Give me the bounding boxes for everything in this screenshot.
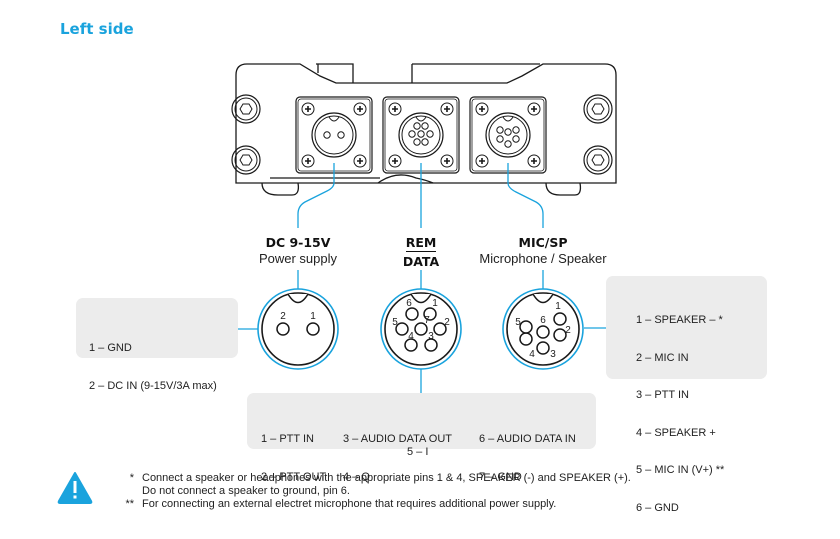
pin-3 — [424, 338, 438, 352]
pin-label-1: 1 — [432, 298, 438, 309]
panel-screw-icon — [388, 102, 402, 116]
pin-label-6: 6 — [406, 298, 412, 309]
mic-pin-4: 4 – SPEAKER + — [636, 426, 716, 439]
panel-screw-icon — [440, 102, 454, 116]
pin-label-2: 2 — [565, 325, 571, 336]
dc-pin-2: 2 – DC IN (9-15V/3A max) — [89, 379, 217, 392]
panel-screw-icon — [388, 154, 402, 168]
mic-pin-5: 5 – MIC IN (V+) ** — [636, 464, 725, 476]
pin-label-3: 3 — [428, 331, 434, 342]
warning-icon — [57, 472, 93, 504]
pin-5 — [519, 320, 533, 334]
dc-subtitle: Power supply — [258, 251, 338, 266]
device-dc-connector — [295, 96, 373, 174]
pin-3 — [536, 341, 550, 355]
pin-label-7: 7 — [424, 315, 430, 326]
footnote-2-mark: ** — [125, 498, 134, 510]
pin-6 — [536, 325, 550, 339]
rem-pin-diagram: 123 456 7 — [380, 288, 462, 370]
panel-screw-icon — [353, 154, 367, 168]
pin-2 — [433, 322, 447, 336]
panel-screw-icon — [475, 102, 489, 116]
dc-title: DC 9-15V — [265, 235, 331, 250]
panel-screw-icon — [301, 102, 315, 116]
pin-1 — [423, 307, 437, 321]
rem-pinout-box: 1 – PTT IN 2 – PTT OUT 3 – AUDIO DATA OU… — [247, 393, 596, 483]
pin-4 — [519, 332, 533, 346]
footnotes: * Connect a speaker or headphones with t… — [121, 472, 631, 511]
screw-right-top — [583, 94, 613, 124]
panel-screw-icon — [527, 154, 541, 168]
panel-screw-icon — [475, 154, 489, 168]
rem-title-bottom: DATA — [402, 254, 440, 269]
rem-pin-7: 7 – GND — [479, 470, 522, 483]
pin-label-2: 2 — [444, 317, 450, 328]
footnote-2: ** For connecting an external electret m… — [121, 498, 631, 511]
pin-label-5: 5 — [515, 317, 521, 328]
mic-pin-3: 3 – PTT IN — [636, 389, 689, 401]
mic-pin-2: 2 – MIC IN — [636, 351, 689, 364]
dc-pin-1: 1 – GND — [89, 342, 132, 354]
mic-pinout-box: 1 – SPEAKER – * 2 – MIC IN 3 – PTT IN 4 … — [606, 276, 767, 514]
pin-label-2: 2 — [280, 311, 286, 322]
leader-dc — [297, 163, 335, 228]
device-rem-connector — [382, 96, 460, 174]
rem-pin-3: 3 – AUDIO DATA OUT — [343, 433, 453, 445]
screw-right-bottom — [583, 145, 613, 175]
footnote-1-mark: * — [129, 472, 134, 484]
screw-left-bottom — [231, 145, 261, 175]
rem-pin-5: 5 – I — [407, 445, 429, 458]
rem-pin-2: 2 – PTT OUT — [261, 470, 327, 483]
section-title: Left side — [60, 20, 134, 38]
footnote-1-line-2: Do not connect a speaker to ground, pin … — [142, 485, 350, 497]
pin-2 — [553, 328, 567, 342]
rem-title: REM DATA — [391, 235, 451, 271]
mic-subtitle: Microphone / Speaker — [479, 251, 607, 266]
panel-screw-icon — [440, 154, 454, 168]
pin-6 — [405, 307, 419, 321]
pin-label-3: 3 — [550, 349, 556, 360]
panel-screw-icon — [301, 154, 315, 168]
pin-label-5: 5 — [392, 317, 398, 328]
pin-1 — [553, 312, 567, 326]
pin-4 — [404, 338, 418, 352]
pin-label-4: 4 — [529, 349, 535, 360]
mic-pin-1: 1 – SPEAKER – * — [636, 314, 723, 326]
mic-title: MIC/SP — [518, 235, 568, 250]
panel-screw-icon — [353, 102, 367, 116]
footnote-1: * Connect a speaker or headphones with t… — [121, 472, 631, 498]
pin-5 — [395, 322, 409, 336]
device-mic-connector — [469, 96, 547, 174]
mic-pin-6: 6 – GND — [636, 501, 679, 514]
pin-label-6: 6 — [540, 315, 546, 326]
rem-pin-1: 1 – PTT IN — [261, 433, 314, 445]
pin-7 — [414, 322, 428, 336]
rem-pin-6: 6 – AUDIO DATA IN — [479, 433, 576, 445]
footnote-1-line-1: Connect a speaker or headphones with the… — [142, 472, 631, 484]
rem-pin-4: 4 – Q — [343, 470, 370, 483]
leader-mic — [507, 163, 544, 228]
mic-pin-diagram: 1 2 3 4 5 6 — [502, 288, 584, 370]
footnote-2-line-1: For connecting an external electret micr… — [142, 498, 557, 510]
dc-pinout-box: 1 – GND 2 – DC IN (9-15V/3A max) — [76, 298, 238, 392]
pin-1 — [306, 322, 320, 336]
pin-label-1: 1 — [555, 301, 561, 312]
pin-label-4: 4 — [408, 331, 414, 342]
screw-left-top — [231, 94, 261, 124]
panel-screw-icon — [527, 102, 541, 116]
pin-label-1: 1 — [310, 311, 316, 322]
rem-title-top: REM — [405, 235, 437, 252]
pin-2 — [276, 322, 290, 336]
